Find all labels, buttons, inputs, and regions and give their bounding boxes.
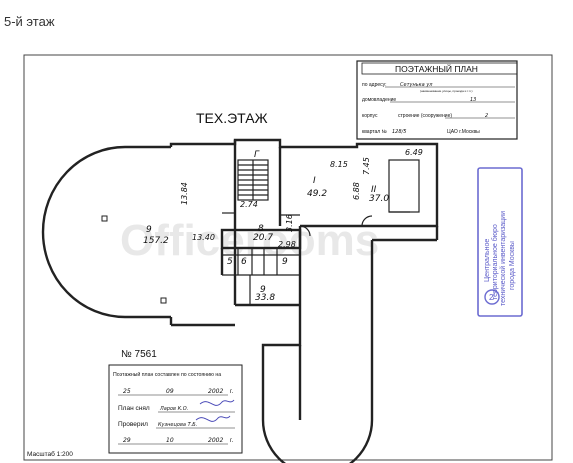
floor-caption: 5-й этаж (4, 14, 55, 29)
address-value: Сетунька ул (400, 82, 433, 88)
made-by-label: План снял (118, 405, 150, 412)
title-block: ПОЭТАЖНЫЙ ПЛАН по адресу: Сетунька ул (н… (356, 60, 518, 140)
dimension: 2.98 (278, 240, 296, 249)
checked-by-value: Кузнецова Т.Б. (158, 422, 197, 428)
address-hint: (наименование улицы, проезда и т.п.) (420, 89, 473, 93)
dimension: 6.88 (352, 182, 361, 200)
stamp-line: города Москвы (509, 241, 516, 290)
sheet-border (23, 54, 553, 461)
room-area: 37.0 (369, 194, 389, 204)
room-number: 9 (282, 257, 288, 267)
tsao-label: ЦАО г.Москвы (447, 129, 480, 135)
bti-stamp: 2 Центральное территориальное бюро техни… (477, 167, 523, 317)
certificate-block: Поэтажный план составлен по состоянию на… (108, 364, 243, 454)
watermark-text: Officerooms (120, 216, 379, 265)
quarter-label: квартал № (362, 129, 387, 135)
room-number: I (313, 176, 316, 186)
dimension: 13.40 (192, 233, 215, 242)
column-marker (160, 297, 167, 304)
date1-year: 2002 (208, 388, 223, 395)
structure-value: 2 (485, 113, 488, 119)
stamp-line: территориальное бюро (491, 224, 499, 300)
stamp-number: 2 (489, 293, 494, 302)
room-number: 8 (258, 224, 264, 234)
signature (195, 415, 231, 422)
date2-suffix: г. (230, 438, 233, 444)
signature (199, 399, 235, 406)
room-number: Г (254, 150, 260, 160)
made-by-value: Ларов К.О. (159, 406, 188, 412)
dimension: 7.45 (362, 157, 371, 175)
dimension: 6.49 (405, 148, 423, 157)
room-number: 9 (260, 285, 266, 295)
date1-day: 25 (123, 388, 131, 395)
room-number: 9 (146, 225, 152, 235)
date2-day: 29 (123, 437, 131, 444)
dimension: 2.74 (240, 200, 258, 209)
room-labels: 9 157.2 I 49.2 II 37.0 Г 8 20.7 5 6 9 9 … (143, 150, 389, 303)
plan-number: № 7561 (121, 349, 157, 360)
room-area: 157.2 (143, 236, 169, 246)
internal-partitions (222, 159, 420, 305)
certificate-caption: Поэтажный план составлен по состоянию на (113, 371, 221, 378)
dimension: 13.84 (180, 182, 189, 205)
house-value: 13 (470, 97, 476, 103)
room-number: 5 (227, 257, 233, 267)
column-marker (101, 215, 108, 222)
dimension-labels: 8.15 6.49 13.84 13.40 2.74 6.88 3.16 7.4… (180, 148, 423, 249)
date1-month: 09 (166, 388, 174, 395)
date2-year: 2002 (208, 437, 223, 444)
room-area: 49.2 (307, 189, 327, 199)
dimension: 3.16 (285, 214, 294, 232)
building-outline (41, 138, 439, 463)
korpus-label: корпус (362, 113, 378, 119)
floor-label: ТЕХ.ЭТАЖ (196, 110, 268, 126)
stamp-line: Центральное (484, 239, 491, 282)
stamp-line: технической инвентаризации (499, 211, 507, 306)
room-area: 33.8 (255, 293, 275, 303)
checked-by-label: Проверил (118, 421, 148, 428)
room-number: II (371, 185, 377, 195)
room-area: 20.7 (253, 233, 273, 243)
structure-label: строение (сооружение) (398, 113, 452, 119)
date2-month: 10 (166, 437, 174, 444)
title-block-title: ПОЭТАЖНЫЙ ПЛАН (395, 63, 478, 74)
room-number: 6 (241, 257, 247, 267)
quarter-value: 128/5 (392, 129, 406, 135)
house-label: домовладение (362, 97, 396, 103)
dimension: 8.15 (330, 160, 348, 169)
address-label: по адресу: (362, 82, 387, 88)
date1-suffix: г. (230, 389, 233, 395)
scale-label: Масштаб 1:200 (27, 450, 73, 458)
